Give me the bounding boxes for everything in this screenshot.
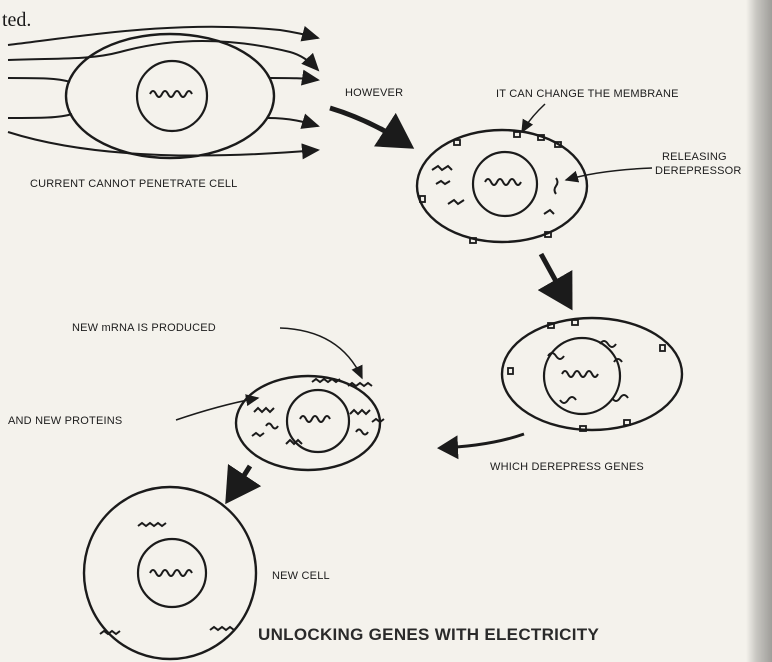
cell-nucleus <box>285 388 351 454</box>
arrow-however <box>329 105 415 149</box>
dna-strand <box>484 178 522 186</box>
label-change-membrane: IT CAN CHANGE THE MEMBRANE <box>496 88 679 100</box>
dna-strand <box>299 415 331 423</box>
label-which-derepress: WHICH DEREPRESS GENES <box>490 461 644 473</box>
cell-membrane <box>500 316 684 432</box>
cell-nucleus <box>471 150 539 218</box>
cell-nucleus <box>135 59 209 133</box>
label-derepressor: DEREPRESSOR <box>655 165 742 177</box>
cell-membrane <box>415 128 589 244</box>
arrow-new-mrna <box>279 327 363 380</box>
label-new-proteins: AND NEW PROTEINS <box>8 415 122 427</box>
cell-current-flow: CURRENT CANNOT PENETRATE CELL <box>7 25 320 190</box>
label-current-cannot-penetrate: CURRENT CANNOT PENETRATE CELL <box>30 178 238 190</box>
membrane-receptors <box>507 319 666 432</box>
cell-nucleus <box>542 336 622 416</box>
new-proteins <box>99 521 235 636</box>
label-releasing: RELEASING <box>662 151 727 163</box>
dna-strand <box>561 370 599 378</box>
cell-membrane <box>64 32 276 160</box>
arrow-to-new-proteins-cell <box>437 432 525 460</box>
dna-strand <box>149 569 193 577</box>
cell-membrane <box>82 485 258 661</box>
mrna-and-proteins <box>251 377 385 446</box>
figure-caption: UNLOCKING GENES WITH ELECTRICITY <box>258 625 599 644</box>
derepressor-molecules <box>431 164 559 215</box>
arrow-new-proteins <box>175 394 260 421</box>
cell-derepress-genes <box>500 316 684 432</box>
label-however: HOWEVER <box>345 87 403 99</box>
cell-new-mrna-proteins <box>234 374 385 472</box>
cell-membrane <box>234 374 382 472</box>
cell-new-cell <box>82 485 258 661</box>
arrow-to-new-cell <box>225 463 262 505</box>
derepressor-molecules <box>547 340 629 404</box>
current-flow-lines <box>7 25 320 160</box>
page-edge-shadow <box>746 0 772 662</box>
cell-nucleus <box>136 537 208 609</box>
arrow-to-derepress-cell <box>537 252 573 311</box>
arrow-releasing <box>564 167 653 183</box>
label-new-cell: NEW CELL <box>272 570 330 582</box>
dna-strand <box>149 90 193 98</box>
label-new-mrna: NEW mRNA IS PRODUCED <box>72 322 216 334</box>
membrane-receptors <box>419 131 562 244</box>
arrow-change-membrane <box>521 103 546 134</box>
cell-membrane-changed <box>415 128 589 244</box>
top-text-fragment: ted. <box>2 9 31 31</box>
